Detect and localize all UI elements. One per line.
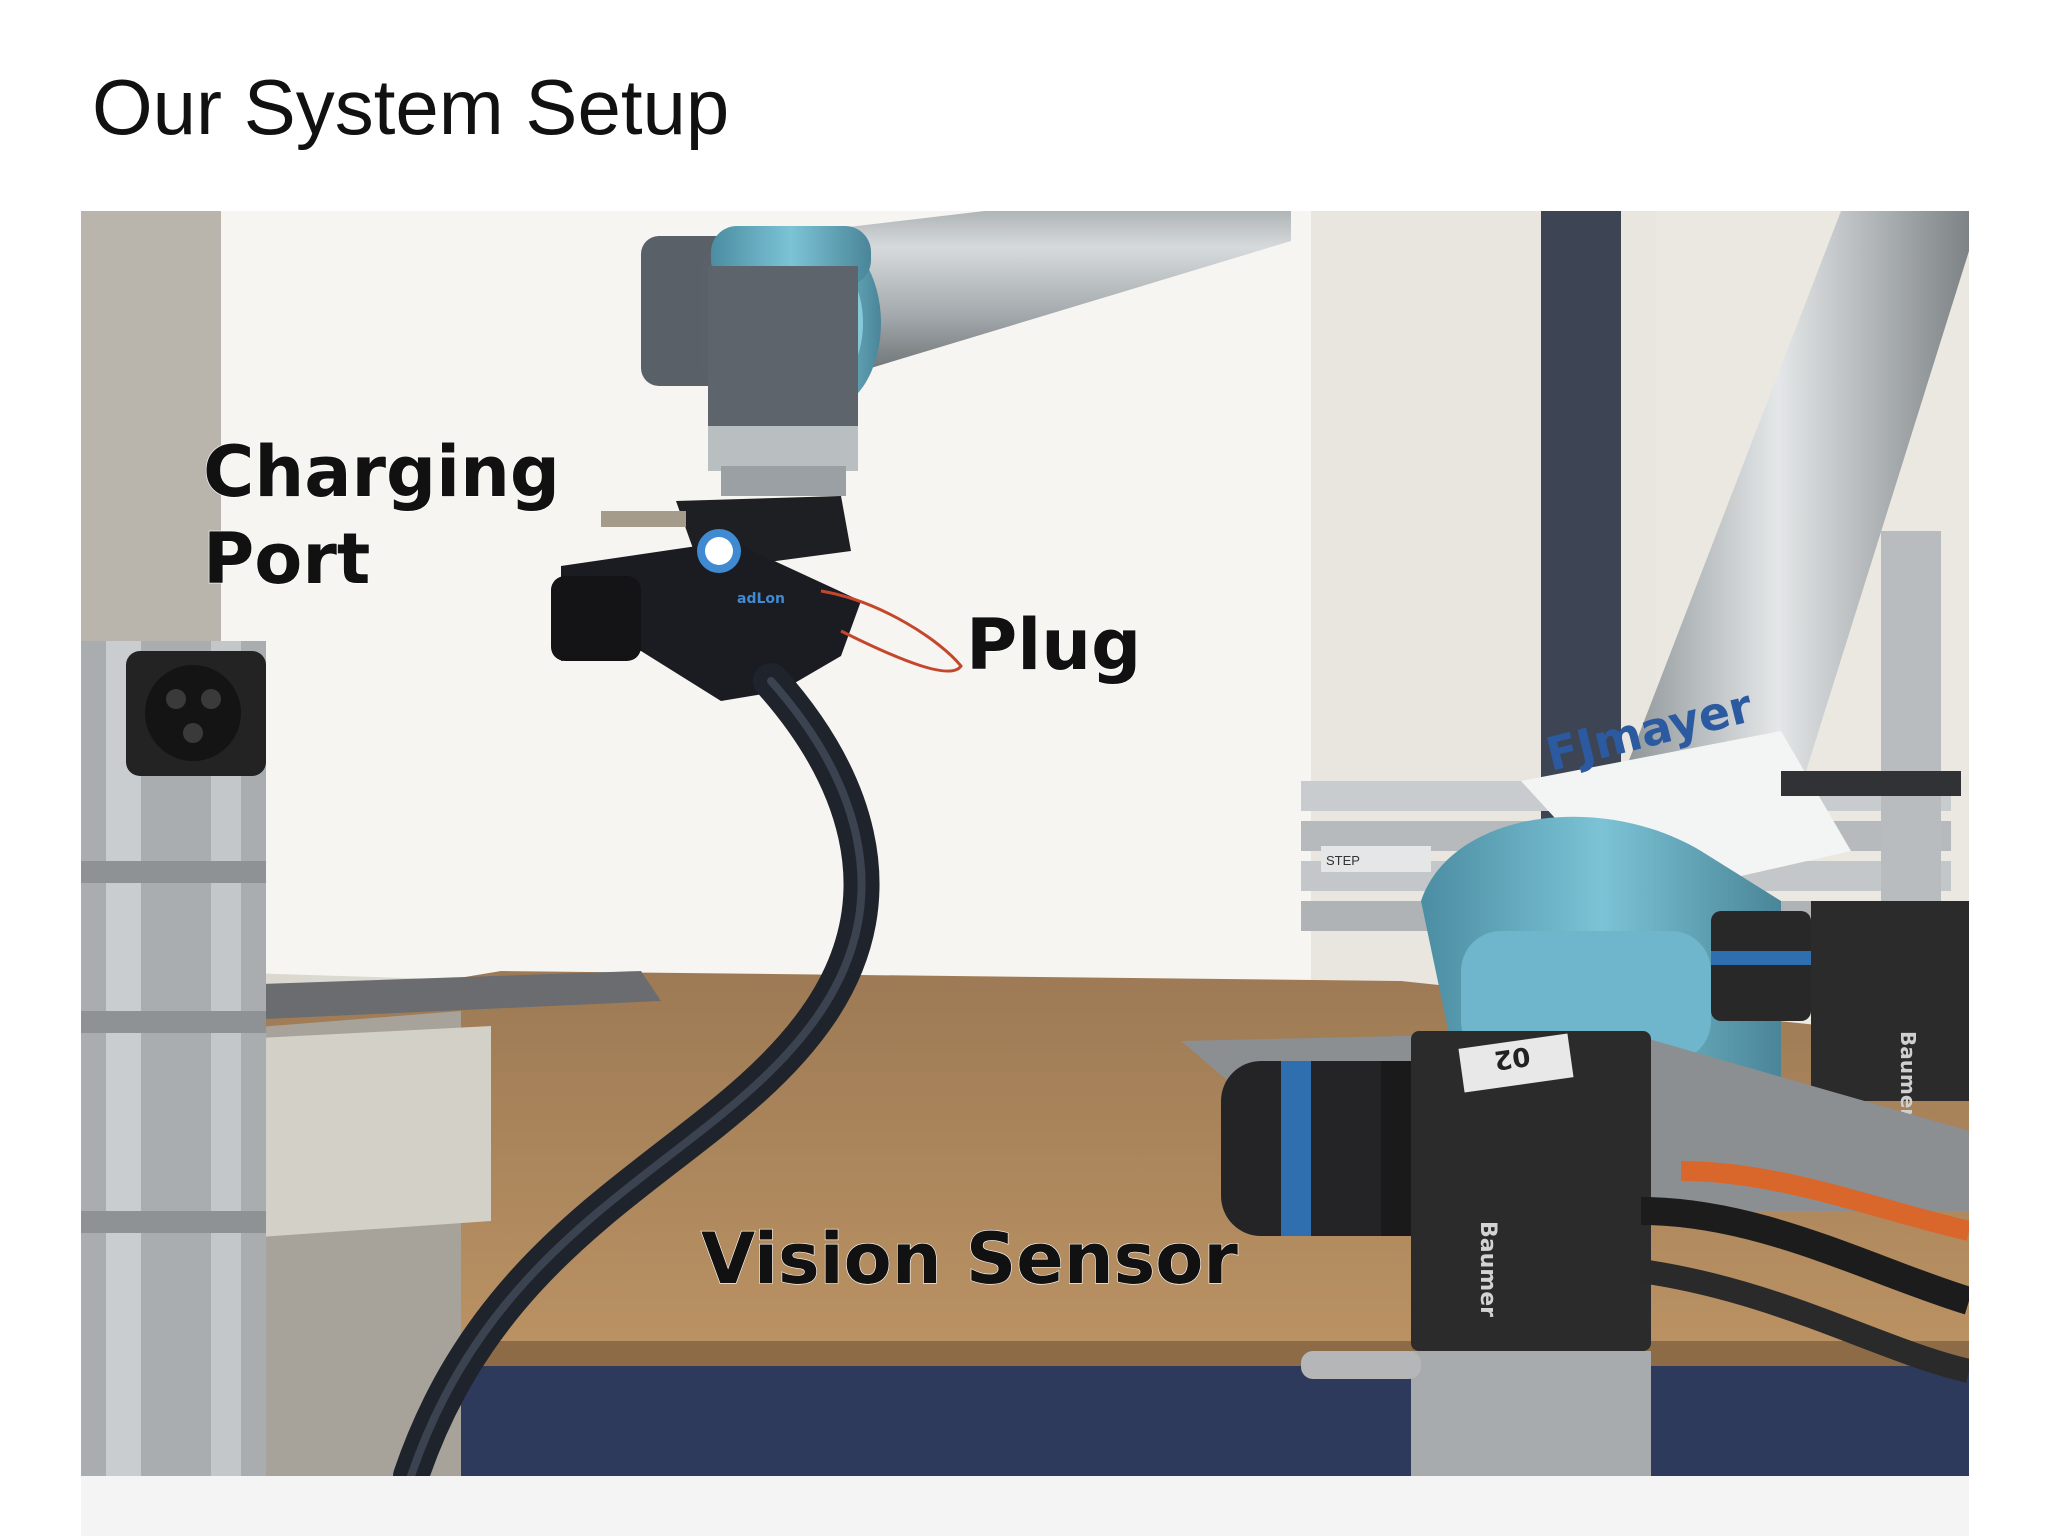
back-camera-body — [1811, 901, 1969, 1101]
front-camera-body — [1411, 1031, 1651, 1351]
plug-logo-text: adLon — [737, 591, 785, 607]
front-camera-lens — [1221, 1061, 1421, 1236]
slide-title: Our System Setup — [92, 63, 730, 151]
photo-bottom-strip — [81, 1476, 1969, 1536]
label-vision-sensor: Vision Sensor — [701, 1218, 1238, 1300]
setup-photo-drawing: adLon FJmayer STEP Baumer 02 Baume — [81, 211, 1969, 1476]
label-charging-port-line2: Port — [203, 518, 370, 600]
robot-arm-second-link — [1621, 211, 1969, 851]
label-charging-port-line1: Charging — [203, 431, 560, 513]
setup-photo: adLon FJmayer STEP Baumer 02 Baume — [81, 211, 1969, 1476]
label-plug: Plug — [966, 604, 1141, 686]
back-camera-brand: Baumer — [1896, 1031, 1920, 1118]
ruler-note-text: STEP — [1326, 853, 1360, 868]
back-camera-lens — [1711, 911, 1811, 1021]
robot-wrist — [708, 266, 858, 441]
robot-arm-upper-link — [771, 211, 1291, 371]
camera-tag-text: 02 — [1492, 1040, 1532, 1075]
front-camera-brand: Baumer — [1475, 1221, 1500, 1317]
